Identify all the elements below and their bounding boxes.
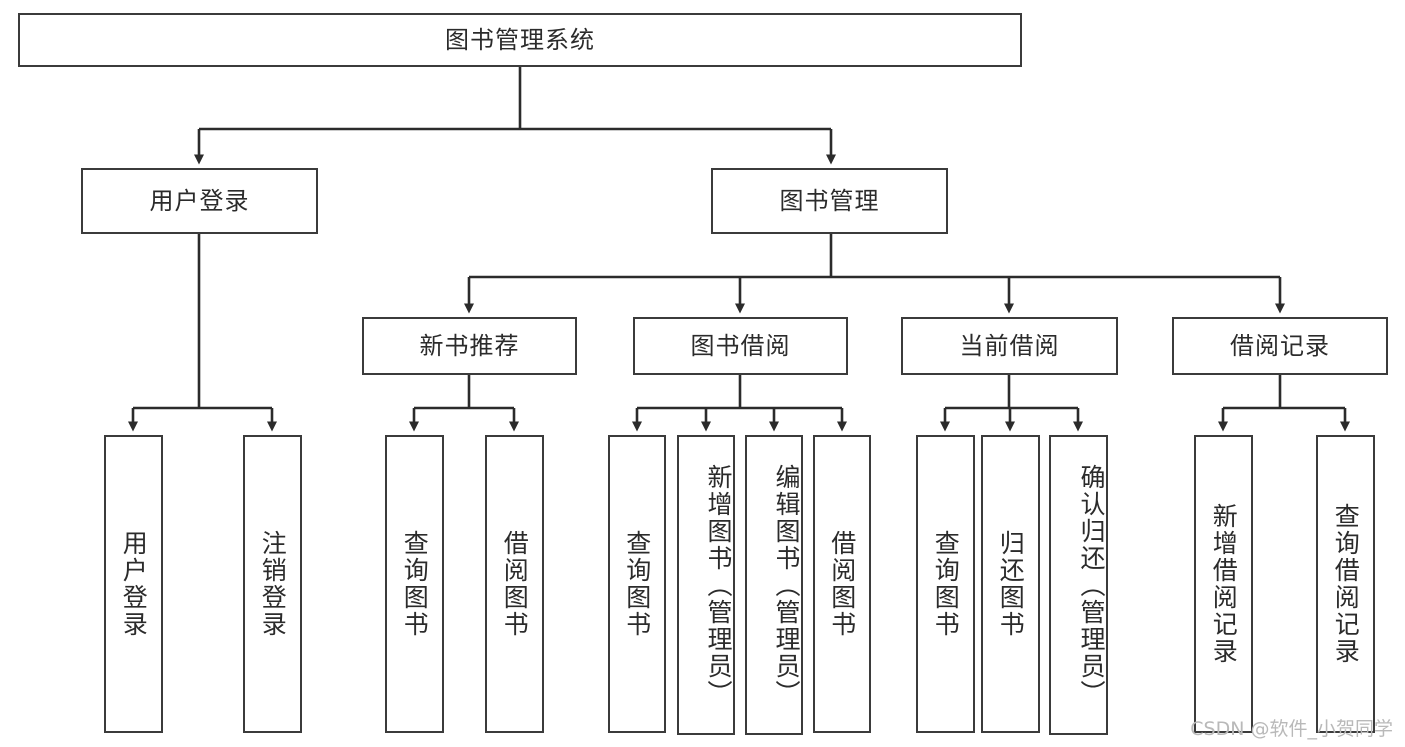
node-leaf-confirm-return[interactable]: 确认归还（管理员） bbox=[1049, 435, 1108, 735]
node-leaf-user-login-label: 用户登录 bbox=[119, 530, 149, 638]
node-current-borrow-label: 当前借阅 bbox=[959, 331, 1060, 360]
node-user-login[interactable]: 用户登录 bbox=[81, 168, 318, 234]
node-leaf-query-book-3[interactable]: 查询图书 bbox=[916, 435, 975, 733]
node-leaf-query-book-2[interactable]: 查询图书 bbox=[608, 435, 666, 733]
node-leaf-add-record-label: 新增借阅记录 bbox=[1209, 503, 1239, 665]
node-leaf-query-record[interactable]: 查询借阅记录 bbox=[1316, 435, 1375, 733]
node-leaf-query-book-2-label: 查询图书 bbox=[622, 530, 652, 638]
node-leaf-borrow-book-2[interactable]: 借阅图书 bbox=[813, 435, 871, 733]
node-book-management[interactable]: 图书管理 bbox=[711, 168, 948, 234]
node-leaf-logout-label: 注销登录 bbox=[258, 530, 288, 638]
node-borrow-record[interactable]: 借阅记录 bbox=[1172, 317, 1388, 375]
node-borrow-record-label: 借阅记录 bbox=[1230, 331, 1330, 360]
node-leaf-logout[interactable]: 注销登录 bbox=[243, 435, 302, 733]
node-leaf-query-book-1[interactable]: 查询图书 bbox=[385, 435, 444, 733]
node-root-label: 图书管理系统 bbox=[445, 25, 595, 54]
node-new-book-recommend[interactable]: 新书推荐 bbox=[362, 317, 577, 375]
node-book-borrow[interactable]: 图书借阅 bbox=[633, 317, 848, 375]
node-leaf-user-login[interactable]: 用户登录 bbox=[104, 435, 163, 733]
node-leaf-add-book-label: 新增图书（管理员） bbox=[704, 463, 733, 707]
node-leaf-query-record-label: 查询借阅记录 bbox=[1331, 503, 1361, 665]
csdn-watermark: CSDN @软件_小贺同学 bbox=[1190, 718, 1393, 740]
node-user-login-label: 用户登录 bbox=[149, 186, 250, 215]
node-book-borrow-label: 图书借阅 bbox=[690, 331, 791, 360]
node-current-borrow[interactable]: 当前借阅 bbox=[901, 317, 1118, 375]
node-leaf-edit-book[interactable]: 编辑图书（管理员） bbox=[745, 435, 803, 735]
node-leaf-return-book[interactable]: 归还图书 bbox=[981, 435, 1040, 733]
node-leaf-borrow-book-2-label: 借阅图书 bbox=[827, 530, 857, 638]
node-leaf-borrow-book-1[interactable]: 借阅图书 bbox=[485, 435, 544, 733]
node-leaf-add-record[interactable]: 新增借阅记录 bbox=[1194, 435, 1253, 733]
node-leaf-query-book-1-label: 查询图书 bbox=[400, 530, 430, 638]
node-leaf-borrow-book-1-label: 借阅图书 bbox=[500, 530, 530, 638]
node-root[interactable]: 图书管理系统 bbox=[18, 13, 1022, 67]
node-new-book-recommend-label: 新书推荐 bbox=[419, 331, 520, 360]
node-leaf-query-book-3-label: 查询图书 bbox=[931, 530, 961, 638]
node-leaf-confirm-return-label: 确认归还（管理员） bbox=[1077, 463, 1106, 707]
node-leaf-add-book[interactable]: 新增图书（管理员） bbox=[677, 435, 735, 735]
node-leaf-edit-book-label: 编辑图书（管理员） bbox=[772, 463, 801, 707]
node-book-management-label: 图书管理 bbox=[779, 186, 880, 215]
node-leaf-return-book-label: 归还图书 bbox=[996, 530, 1026, 638]
